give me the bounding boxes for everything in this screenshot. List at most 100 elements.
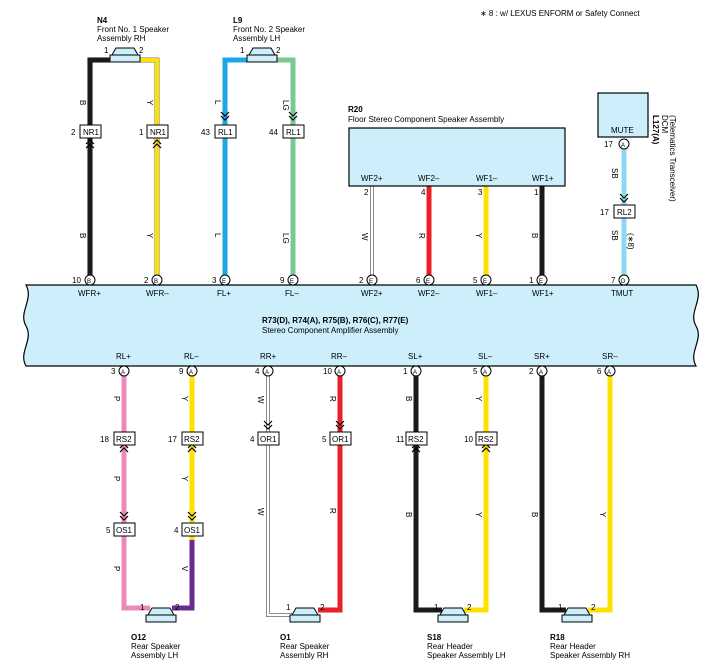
connector-os1-4: OS1 4 xyxy=(174,511,204,537)
svg-text:4: 4 xyxy=(250,435,255,444)
wire-sl-plus xyxy=(413,372,442,613)
svg-text:10: 10 xyxy=(464,435,473,444)
svg-text:NR1: NR1 xyxy=(150,128,167,137)
wire-color-label: W xyxy=(256,396,265,404)
connector-nr1-1: NR1 1 xyxy=(139,124,169,149)
svg-text:RS2: RS2 xyxy=(184,435,200,444)
svg-text:10: 10 xyxy=(72,276,81,285)
svg-text:OR1: OR1 xyxy=(260,435,277,444)
speaker-name: Rear Speaker xyxy=(131,642,181,651)
wire-color-label: P xyxy=(112,476,121,481)
pin-number: 1 xyxy=(104,46,109,55)
svg-text:RL1: RL1 xyxy=(218,128,233,137)
svg-text:SR+: SR+ xyxy=(534,352,550,361)
speaker-n4: N4 Front No. 1 Speaker Assembly RH 1 2 xyxy=(97,16,169,63)
svg-text:E: E xyxy=(426,279,430,285)
svg-text:E: E xyxy=(290,279,294,285)
wire-color-label: B xyxy=(404,396,413,401)
svg-text:A: A xyxy=(337,370,341,376)
wire-rr-plus xyxy=(266,372,292,617)
wire-color-label: Y xyxy=(474,233,483,239)
svg-text:OR1: OR1 xyxy=(332,435,349,444)
svg-text:E: E xyxy=(222,279,226,285)
wire-color-label: R xyxy=(417,233,426,239)
wire-color-label: Y xyxy=(598,512,607,518)
svg-text:10: 10 xyxy=(323,367,332,376)
wire-color-label: R xyxy=(328,508,337,514)
svg-text:WFR+: WFR+ xyxy=(78,289,101,298)
wire-color-label: Y xyxy=(180,396,189,402)
wire-fl-minus xyxy=(274,57,296,278)
speaker-name: Assembly RH xyxy=(97,34,146,43)
svg-text:2: 2 xyxy=(71,128,76,137)
pin-number: 1 xyxy=(286,603,291,612)
svg-text:17: 17 xyxy=(600,208,609,217)
speaker-name: Rear Header xyxy=(427,642,473,651)
svg-text:RS2: RS2 xyxy=(116,435,132,444)
wire-rr-minus xyxy=(318,372,343,613)
svg-text:4: 4 xyxy=(255,367,260,376)
svg-text:D: D xyxy=(621,279,626,285)
wire-color-label: P xyxy=(112,396,121,401)
wire-color-label: LG xyxy=(281,100,290,111)
pin-number: 2 xyxy=(364,188,369,197)
wire-wfr-minus xyxy=(138,57,160,278)
connector-os1-5: OS1 5 xyxy=(106,511,136,537)
svg-text:5: 5 xyxy=(106,526,111,535)
component-name: Floor Stereo Component Speaker Assembly xyxy=(348,115,504,124)
component-code: L127(A) xyxy=(651,115,660,145)
svg-text:6: 6 xyxy=(416,276,421,285)
wire-color-label: B xyxy=(78,233,87,238)
wire-sr-minus xyxy=(588,372,613,613)
svg-text:17: 17 xyxy=(168,435,177,444)
pin-number: 1 xyxy=(140,603,145,612)
amplifier-assembly: R73(D), R74(A), R75(B), R76(C), R77(E) S… xyxy=(23,284,699,367)
svg-text:WF2–: WF2– xyxy=(418,289,440,298)
pin-number: 1 xyxy=(534,188,539,197)
connector-nr1-2: NR1 2 xyxy=(71,124,102,149)
pin-label: WF1+ xyxy=(532,174,554,183)
svg-text:RR–: RR– xyxy=(331,352,348,361)
pin-number: 2 xyxy=(467,603,472,612)
svg-text:B: B xyxy=(87,279,91,285)
amp-bottom-pins: RL+ A 3 RL– A 9 RR+ A 4 RR– A 10 SL+ A 1… xyxy=(111,352,618,377)
speaker-code: S18 xyxy=(427,633,442,642)
svg-text:1: 1 xyxy=(139,128,144,137)
svg-text:A: A xyxy=(539,370,543,376)
svg-text:4: 4 xyxy=(174,526,179,535)
svg-text:5: 5 xyxy=(473,276,478,285)
speaker-code: L9 xyxy=(233,16,243,25)
wire-color-label: B xyxy=(530,512,539,517)
svg-text:FL+: FL+ xyxy=(217,289,231,298)
svg-text:RS2: RS2 xyxy=(478,435,494,444)
speaker-l9: L9 Front No. 2 Speaker Assembly LH 1 2 xyxy=(233,16,305,63)
speaker-name: Speaker Assembly RH xyxy=(550,651,630,660)
component-name: Stereo Component Amplifier Assembly xyxy=(262,326,399,335)
svg-text:RR+: RR+ xyxy=(260,352,277,361)
wire-fl-plus xyxy=(222,57,250,278)
dcm-l127: MUTE L127(A) DCM (Telematics Transceiver… xyxy=(597,92,677,202)
component-code: R73(D), R74(A), R75(B), R76(C), R77(E) xyxy=(262,316,409,325)
speaker-name: Speaker Assembly LH xyxy=(427,651,506,660)
pin-label: MUTE xyxy=(611,126,634,135)
svg-text:TMUT: TMUT xyxy=(611,289,633,298)
svg-text:WF2+: WF2+ xyxy=(361,289,383,298)
wire-color-label: L xyxy=(213,100,222,105)
pin-number: 2 xyxy=(139,46,144,55)
wire-color-label: W xyxy=(360,233,369,241)
pin-number: 2 xyxy=(276,46,281,55)
wire-wfr-plus xyxy=(87,57,113,278)
wire-color-label: Y xyxy=(474,396,483,402)
connector-rl1-44: RL1 44 xyxy=(269,111,305,139)
svg-text:3: 3 xyxy=(111,367,116,376)
svg-text:5: 5 xyxy=(322,435,327,444)
svg-text:RL–: RL– xyxy=(184,352,199,361)
speaker-name: Rear Speaker xyxy=(280,642,330,651)
svg-text:9: 9 xyxy=(280,276,285,285)
svg-text:WFR–: WFR– xyxy=(146,289,169,298)
svg-text:SR–: SR– xyxy=(602,352,618,361)
connector-or1-4: OR1 4 xyxy=(250,420,280,446)
svg-text:E: E xyxy=(539,279,543,285)
amp-top-pins: B 10 WFR+ B 2 WFR– E 3 FL+ E 9 FL– E 2 W… xyxy=(72,274,633,298)
speaker-s18: 1 2 S18 Rear Header Speaker Assembly LH xyxy=(427,603,506,660)
